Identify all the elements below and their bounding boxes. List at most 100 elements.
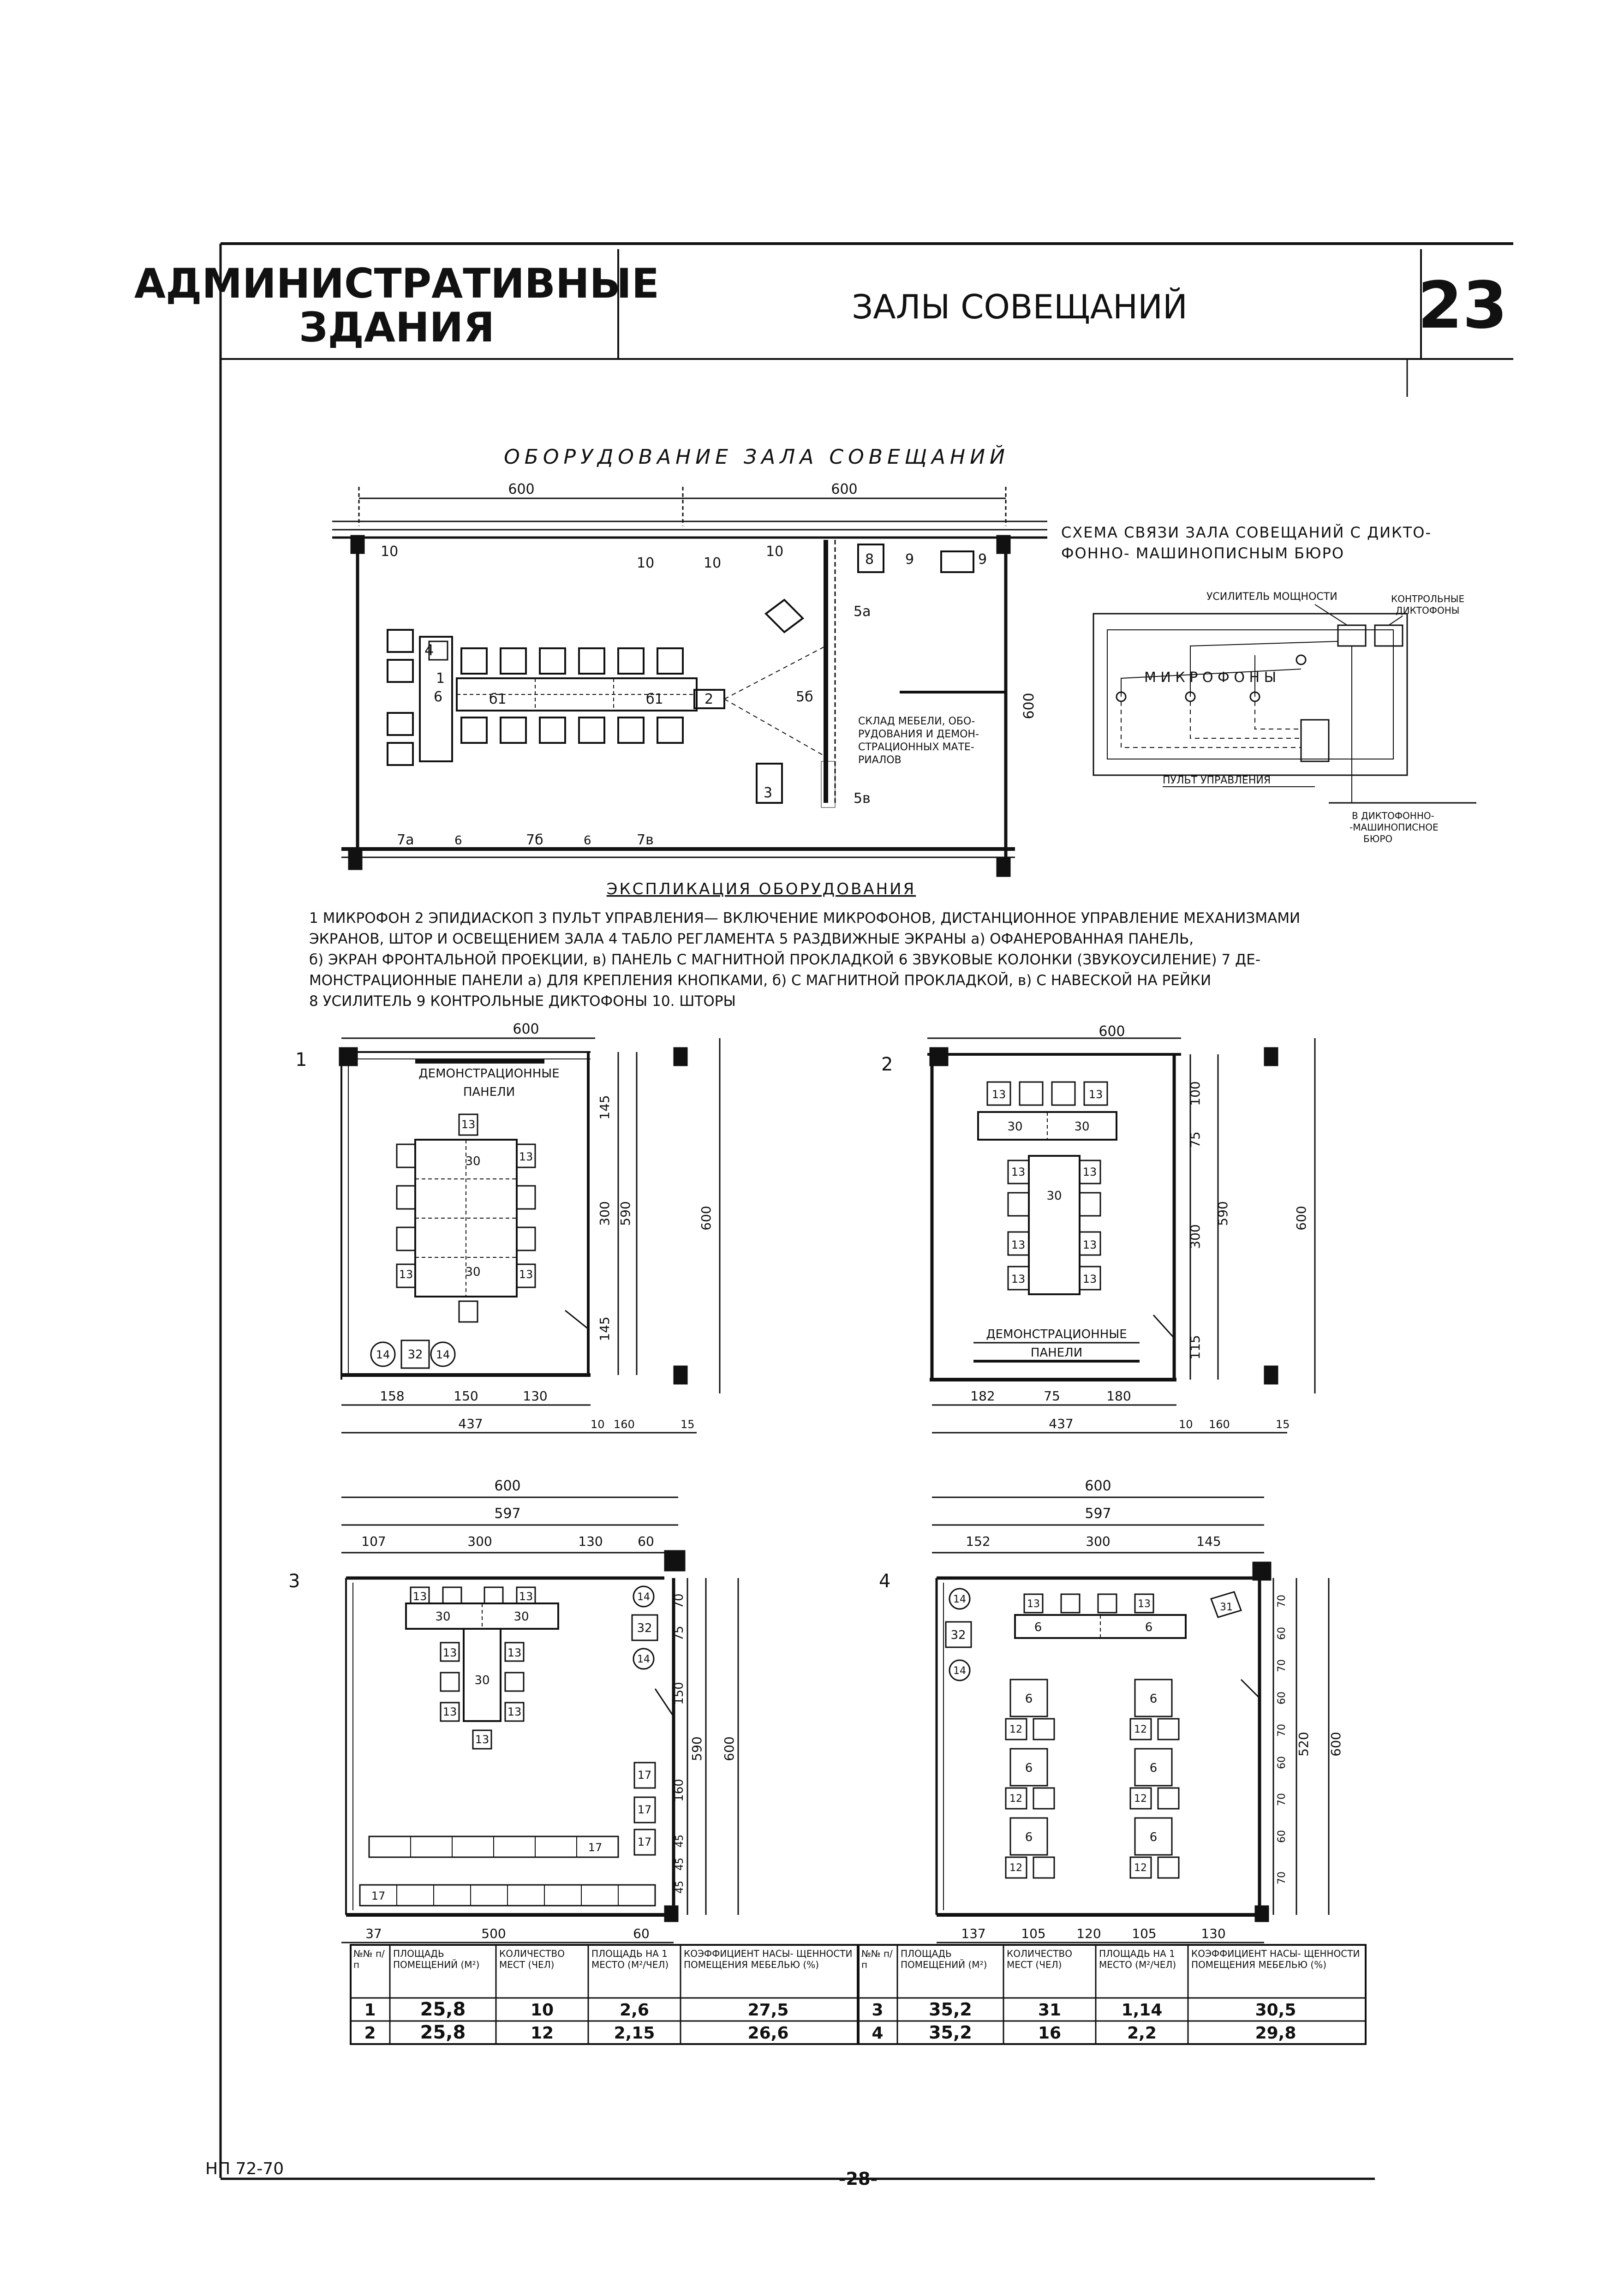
equipment-plan-labels: 600 600 600 10 10 10 10 8 9 9 5а 4 1 6 б…	[381, 481, 1037, 848]
table-cell: 30,5	[1255, 2001, 1296, 2020]
plan-2-dim-182: 182	[970, 1388, 995, 1404]
plan-4-label-6-b: 6	[1145, 1620, 1153, 1634]
label-10-b: 10	[637, 555, 654, 571]
scheme-title-2: ФОННО- МАШИНОПИСНЫМ БЮРО	[1061, 544, 1344, 562]
plan-3-dim-160: 160	[672, 1779, 686, 1802]
plan-3-dim-60: 60	[638, 1534, 654, 1549]
plan-1-label-13-c: 13	[399, 1268, 413, 1281]
table-header-left-2: ПЛОЩАДЬ ПОМЕЩЕНИЙ (М²)	[393, 1948, 479, 1970]
plan-1	[339, 1037, 721, 1434]
plan-3-label-17-b: 17	[638, 1803, 652, 1816]
summary-table-values: 1 25,8 10 2,6 27,5 2 25,8 12 2,15 26,6 3…	[364, 1999, 1296, 2043]
plan-4-dim-70-e: 70	[1276, 1871, 1288, 1884]
plan-3-label-32: 32	[637, 1621, 652, 1635]
plan-4-dim-60-a: 60	[1276, 1627, 1288, 1640]
plan-3-label-17-d: 17	[588, 1841, 603, 1854]
label-9-b: 9	[978, 551, 987, 568]
plan-2-dim-437: 437	[1049, 1416, 1073, 1431]
plan-2-label-13-b: 13	[1089, 1088, 1103, 1101]
table-cell: 3	[872, 2001, 883, 2020]
plan-3-label-13-g: 13	[475, 1733, 490, 1746]
table-header-right-3: КОЛИЧЕСТВО МЕСТ (ЧЕЛ)	[1007, 1948, 1072, 1970]
explication-line-3: б) ЭКРАН ФРОНТАЛЬНОЙ ПРОЕКЦИИ, в) ПАНЕЛЬ…	[309, 951, 1260, 968]
plan-1-top-dim: 600	[513, 1021, 539, 1037]
plan-1-dim-10: 10	[591, 1418, 605, 1431]
plan-4-dim-105-a: 105	[1021, 1926, 1045, 1941]
plan-2-dim-115: 115	[1188, 1335, 1203, 1359]
plan-4-dim-70-b: 70	[1276, 1659, 1288, 1672]
label-6-c: 6	[584, 834, 591, 848]
plan-1-dim-300: 300	[597, 1201, 612, 1226]
plan-2-label-13-d: 13	[1083, 1166, 1097, 1178]
plan-4-label-32: 32	[950, 1628, 966, 1642]
plan-3-dim-37: 37	[365, 1926, 382, 1941]
plan-3-label-17-c: 17	[638, 1836, 652, 1848]
plan-2-demo-1: ДЕМОНСТРАЦИОННЫЕ	[986, 1327, 1127, 1341]
table-cell: 2,15	[614, 2024, 655, 2043]
plan-2-dim-100: 100	[1188, 1081, 1203, 1106]
plan-4	[932, 1496, 1330, 1943]
plan-3-label-14-b: 14	[637, 1654, 650, 1665]
plan-1-demo-1: ДЕМОНСТРАЦИОННЫЕ	[418, 1067, 559, 1081]
scheme-amplifier-label: УСИЛИТЕЛЬ МОЩНОСТИ	[1206, 591, 1337, 603]
plan-4-dim-105-b: 105	[1132, 1926, 1156, 1941]
label-7b: 7б	[526, 832, 543, 848]
plan-2-dim-590: 590	[1215, 1201, 1230, 1226]
label-8: 8	[865, 551, 874, 568]
table-header-left-4: ПЛОЩАДЬ НА 1 МЕСТО (М²/ЧЕЛ)	[591, 1948, 669, 1970]
plan-2-label-30-c: 30	[1046, 1189, 1062, 1203]
plan-1-label-13-b: 13	[519, 1150, 533, 1163]
plan-4-label-13-a: 13	[1027, 1598, 1040, 1610]
plan-3-label-13-d: 13	[508, 1646, 522, 1659]
plan-3-label-13-f: 13	[508, 1705, 522, 1718]
plan-2-label-13-a: 13	[992, 1088, 1006, 1101]
table-header-right-1: №№ п/п	[861, 1948, 893, 1970]
label-b1-b: б1	[646, 691, 663, 707]
table-cell: 26,6	[748, 2024, 789, 2043]
plan-3-dim-45-c: 45	[674, 1881, 686, 1894]
plan-3-dim-300: 300	[467, 1534, 492, 1549]
plan-4-dim-120: 120	[1076, 1926, 1101, 1941]
plan-3-dim-600: 600	[494, 1478, 520, 1494]
plan-4-label-6-h: 6	[1150, 1830, 1158, 1844]
plan-3-dim-75: 75	[672, 1626, 686, 1641]
plan-4-dim-520: 520	[1296, 1732, 1311, 1756]
dim-600-b: 600	[831, 481, 857, 497]
explication-line-4: МОНСТРАЦИОННЫЕ ПАНЕЛИ а) ДЛЯ КРЕПЛЕНИЯ К…	[309, 972, 1211, 989]
plan-4-dim-600-r: 600	[1328, 1732, 1343, 1756]
plan-3-label-17-e: 17	[371, 1889, 386, 1902]
plan-3-dim-70: 70	[672, 1593, 686, 1608]
table-cell: 10	[531, 2001, 554, 2020]
table-cell: 35,2	[929, 1999, 972, 2020]
plan-1-label-13-a: 13	[461, 1118, 476, 1131]
plan-4-label-12-a: 12	[1009, 1724, 1022, 1735]
label-5b: 5б	[796, 689, 813, 705]
dim-600-a: 600	[508, 481, 534, 497]
dim-600-c: 600	[1021, 693, 1037, 719]
plan-4-label-6-a: 6	[1034, 1620, 1042, 1634]
table-cell: 31	[1038, 2001, 1061, 2020]
label-5a: 5а	[854, 604, 871, 620]
plan-4-label-6-c: 6	[1025, 1692, 1033, 1706]
plan-4-label-31: 31	[1220, 1602, 1233, 1613]
plan-1-label-30-a: 30	[465, 1154, 480, 1168]
label-10-c: 10	[704, 555, 721, 571]
plan-2-label-13-e: 13	[1011, 1238, 1026, 1251]
plan-4-label-13-b: 13	[1138, 1598, 1151, 1610]
plan-4-number: 4	[879, 1571, 890, 1592]
plan-1-labels: 1 600 ДЕМОНСТРАЦИОННЫЕ ПАНЕЛИ 13 30 13 1…	[295, 1021, 714, 1431]
label-2: 2	[705, 691, 713, 707]
table-cell: 16	[1038, 2024, 1061, 2043]
table-cell: 25,8	[420, 2022, 466, 2043]
plan-1-dim-150: 150	[454, 1388, 478, 1404]
plan-2-label-30-b: 30	[1074, 1120, 1089, 1134]
sheet-frame	[219, 242, 1513, 2180]
plan-1-number: 1	[295, 1049, 307, 1070]
explication-line-5: 8 УСИЛИТЕЛЬ 9 КОНТРОЛЬНЫЕ ДИКТОФОНЫ 10. …	[309, 993, 736, 1010]
plan-4-dim-137: 137	[961, 1926, 985, 1941]
plan-4-dim-70-c: 70	[1276, 1724, 1288, 1737]
plan-4-dim-597: 597	[1085, 1506, 1111, 1522]
plan-3-dim-45-a: 45	[674, 1835, 686, 1848]
label-10-a: 10	[381, 544, 398, 560]
plan-3-label-13-a: 13	[413, 1590, 427, 1603]
